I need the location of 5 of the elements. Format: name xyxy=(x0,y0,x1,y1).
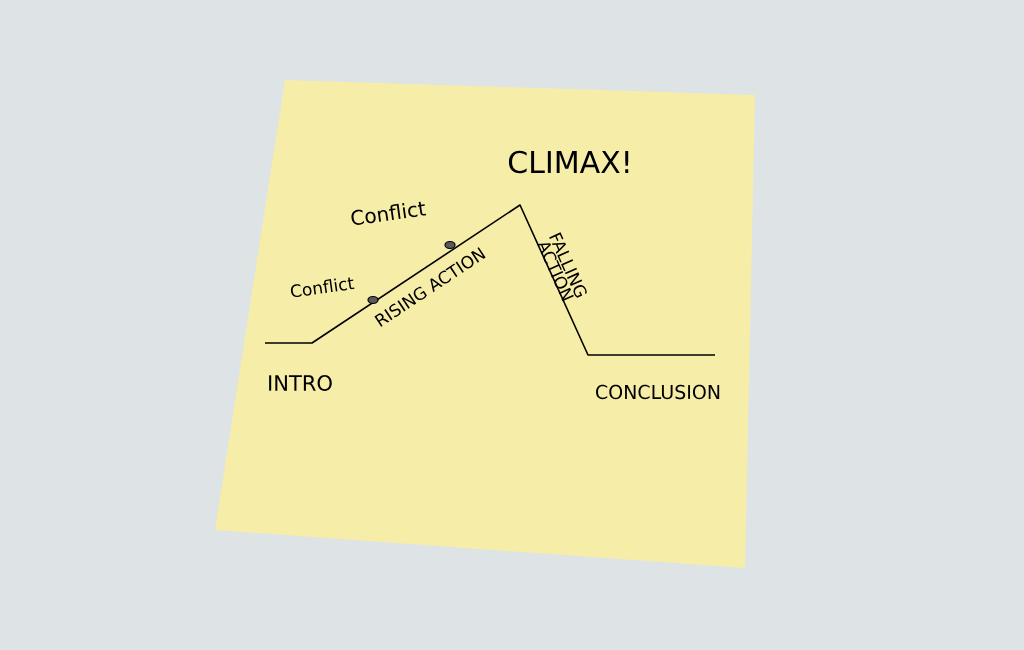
handwritten-label: INTRO xyxy=(269,375,332,391)
handwritten-label: CONCLUSION xyxy=(596,384,720,400)
handwritten-label: CLIMAX! xyxy=(508,150,629,174)
handwritten-label: Conflict xyxy=(290,277,355,298)
handwritten-label: Conflict xyxy=(351,201,427,225)
